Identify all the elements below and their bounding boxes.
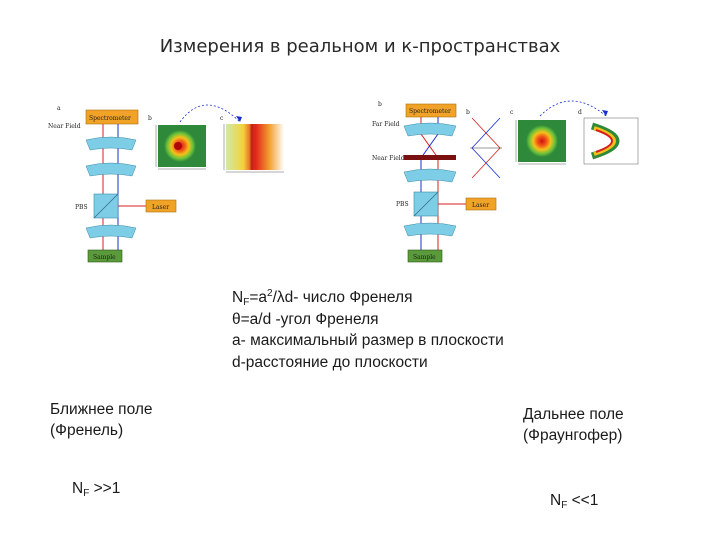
left-spectrum-image	[226, 124, 284, 170]
left-near-field-label: Near Field	[48, 123, 81, 130]
right-spectrometer-label: Spectrometer	[409, 108, 451, 115]
slide-title: Измерения в реальном и к-пространствах	[159, 36, 561, 57]
left-objective-lens	[85, 224, 137, 239]
right-lens-2	[403, 168, 457, 183]
right-lens-1	[403, 122, 457, 137]
right-panel-d-label: d	[578, 109, 582, 116]
left-panel-a-label: a	[57, 105, 61, 112]
right-panel-b-label-top: b	[378, 101, 382, 108]
left-lens-2	[85, 162, 137, 177]
right-sample-box	[407, 249, 443, 263]
left-dashed-arrow	[179, 104, 241, 123]
right-dashed-arrow	[539, 100, 607, 117]
right-spectrometer-box	[405, 103, 457, 118]
right-laser-label: Laser	[472, 202, 489, 209]
right-near-field-label: Near Field	[372, 155, 405, 162]
left-laser-label: Laser	[152, 204, 169, 211]
left-nearfield-core	[174, 142, 182, 150]
right-sample-label: Sample	[413, 254, 436, 261]
left-sample-label: Sample	[93, 254, 116, 261]
right-pbs-diagonal	[413, 191, 439, 217]
left-panel-b-label: b	[148, 115, 152, 122]
fresnel-angle-line: θ=a/d -угол Френеля	[232, 310, 379, 328]
near-field-label: Ближнее поле (Френель)	[50, 401, 153, 439]
right-panel-c-label: c	[510, 109, 514, 116]
left-pbs-label: PBS	[75, 204, 88, 211]
right-dispersion-band-core	[595, 129, 613, 153]
right-kspace-spot	[526, 125, 558, 157]
right-laser-box	[465, 197, 497, 211]
fresnel-definitions: NF=a2/λd- число Френеля θ=a/d -угол Френ…	[232, 287, 504, 373]
right-objective-lens	[403, 222, 457, 237]
experimental-setups-figure: a Near Field Spectrometer PBS Laser Samp…	[48, 100, 639, 263]
right-pbs-label: PBS	[396, 201, 409, 208]
right-arrow-head	[602, 110, 608, 116]
right-far-field-label: Far Field	[372, 121, 400, 128]
left-panel-c-label: c	[220, 115, 224, 122]
left-sample-box	[87, 249, 123, 263]
far-field-label: Дальнее поле (Фраунгофер)	[523, 406, 624, 444]
left-spectrometer-label: Spectrometer	[89, 115, 131, 122]
right-panel-b-label: b	[466, 109, 470, 116]
left-laser-box	[145, 199, 177, 213]
left-spectrometer-box	[85, 109, 139, 125]
far-field-condition: NF <<1	[550, 492, 599, 511]
left-pbs-diagonal	[93, 193, 119, 219]
left-arrow-head	[236, 116, 242, 122]
distance-line: d-расстояние до плоскости	[232, 353, 428, 371]
max-size-line: a- максимальный размер в плоскости	[232, 332, 504, 349]
right-dispersion-band-mid	[593, 126, 616, 156]
left-setup: a Near Field Spectrometer PBS Laser Samp…	[48, 104, 284, 263]
right-setup: b Far Field Near Field Spectrometer PBS …	[372, 100, 639, 263]
left-lens-1	[85, 136, 137, 151]
fresnel-number-line: NF=a2/λd- число Френеля	[232, 288, 413, 308]
near-field-condition: NF >>1	[72, 480, 121, 499]
right-grating-plate	[404, 155, 456, 160]
